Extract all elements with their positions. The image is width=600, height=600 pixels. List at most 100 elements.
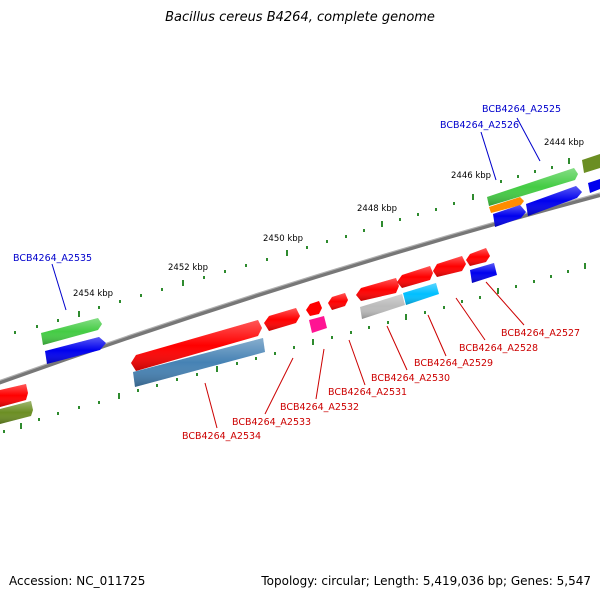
inner-scale-ticks <box>3 263 586 433</box>
scale-tick <box>78 406 80 409</box>
scale-tick <box>326 240 328 243</box>
leader-line <box>480 131 497 181</box>
outer-scale-ticks <box>14 158 570 334</box>
scale-labels: 2444 kbp 2446 kbp 2448 kbp 2450 kbp 2452… <box>73 138 584 299</box>
gene-feature[interactable] <box>41 318 102 345</box>
scale-tick-major <box>312 339 314 345</box>
gene-feature[interactable] <box>0 401 33 424</box>
scale-tick <box>363 229 365 232</box>
gene-feature[interactable] <box>360 294 405 319</box>
gene-feature[interactable] <box>131 320 262 371</box>
scale-tick-major <box>472 194 474 200</box>
gene-feature[interactable] <box>403 283 439 305</box>
scale-tick-major <box>381 221 383 227</box>
scale-tick <box>245 264 247 267</box>
reverse-gene-labels: BCB4264_A2527 BCB4264_A2528 BCB4264_A252… <box>182 328 580 442</box>
leader-line <box>516 117 541 162</box>
gene-label[interactable]: BCB4264_A2532 <box>280 402 359 413</box>
gene-label[interactable]: BCB4264_A2529 <box>414 358 493 369</box>
scale-tick-major <box>497 288 499 294</box>
scale-tick <box>137 389 139 392</box>
gene-label[interactable]: BCB4264_A2527 <box>501 328 580 339</box>
scale-tick-major <box>20 423 22 429</box>
scale-tick <box>550 275 552 278</box>
gene-feature[interactable] <box>309 316 327 333</box>
scale-tick <box>266 258 268 261</box>
gene-label[interactable]: BCB4264_A2535 <box>13 253 92 264</box>
scale-tick <box>350 331 352 334</box>
gene-feature[interactable] <box>0 384 28 407</box>
gene-feature[interactable] <box>487 168 578 206</box>
gene-feature[interactable] <box>470 263 497 283</box>
gene-feature[interactable] <box>45 337 106 364</box>
gene-label[interactable]: BCB4264_A2528 <box>459 343 538 354</box>
gene-label[interactable]: BCB4264_A2534 <box>182 431 261 442</box>
scale-tick <box>14 331 16 334</box>
scale-tick <box>306 246 308 249</box>
forward-strand-genes <box>0 154 600 424</box>
scale-tick <box>533 280 535 283</box>
gene-label[interactable]: BCB4264_A2531 <box>328 387 407 398</box>
gene-feature[interactable] <box>306 301 322 316</box>
scale-tick <box>98 401 100 404</box>
scale-tick <box>435 208 437 211</box>
scale-tick <box>3 430 5 433</box>
scale-tick <box>551 166 553 169</box>
scale-tick <box>176 378 178 381</box>
scale-tick <box>161 288 163 291</box>
scale-tick <box>399 218 401 221</box>
scale-tick <box>119 300 121 303</box>
gene-feature[interactable] <box>489 197 524 213</box>
leader-line <box>455 297 486 341</box>
gene-feature[interactable] <box>433 256 466 277</box>
scale-tick <box>156 384 158 387</box>
leader-line <box>386 325 408 371</box>
scale-tick <box>500 180 502 183</box>
leader-line <box>485 281 525 326</box>
scale-label: 2452 kbp <box>168 263 208 273</box>
scale-tick <box>57 319 59 322</box>
scale-tick <box>236 362 238 365</box>
gene-label[interactable]: BCB4264_A2530 <box>371 373 450 384</box>
scale-tick <box>424 311 426 314</box>
gene-feature[interactable] <box>582 154 600 173</box>
gene-label[interactable]: BCB4264_A2525 <box>482 104 561 115</box>
accession-text: Accession: NC_011725 <box>9 574 146 588</box>
leader-line <box>427 314 447 357</box>
scale-tick <box>453 202 455 205</box>
scale-tick <box>534 170 536 173</box>
gene-label[interactable]: BCB4264_A2533 <box>232 417 311 428</box>
gene-feature[interactable] <box>397 266 433 288</box>
reverse-strand-genes <box>131 248 497 387</box>
scale-tick <box>274 352 276 355</box>
scale-tick <box>387 321 389 324</box>
scale-tick <box>515 285 517 288</box>
scale-tick-major <box>568 158 570 164</box>
scale-tick <box>517 175 519 178</box>
gene-feature[interactable] <box>588 179 600 193</box>
gene-feature[interactable] <box>493 205 526 227</box>
scale-tick-major <box>118 393 120 399</box>
scale-tick <box>196 373 198 376</box>
scale-tick-major <box>182 280 184 286</box>
scale-tick <box>293 346 295 349</box>
scale-tick-major <box>286 250 288 256</box>
scale-tick <box>417 213 419 216</box>
scale-tick <box>461 300 463 303</box>
gene-label[interactable]: BCB4264_A2526 <box>440 120 519 131</box>
gene-feature[interactable] <box>356 278 399 301</box>
gene-feature[interactable] <box>466 248 490 266</box>
gene-feature[interactable] <box>133 338 265 387</box>
forward-gene-labels: BCB4264_A2525 BCB4264_A2526 BCB4264_A253… <box>13 104 561 264</box>
scale-tick <box>331 336 333 339</box>
scale-tick <box>479 296 481 299</box>
gene-feature[interactable] <box>264 308 300 331</box>
leader-line <box>204 382 218 429</box>
gene-feature[interactable] <box>328 293 348 310</box>
leader-line <box>315 348 325 400</box>
gene-feature[interactable] <box>526 186 582 216</box>
scale-label: 2450 kbp <box>263 234 303 244</box>
scale-tick <box>368 326 370 329</box>
scale-tick <box>38 418 40 421</box>
